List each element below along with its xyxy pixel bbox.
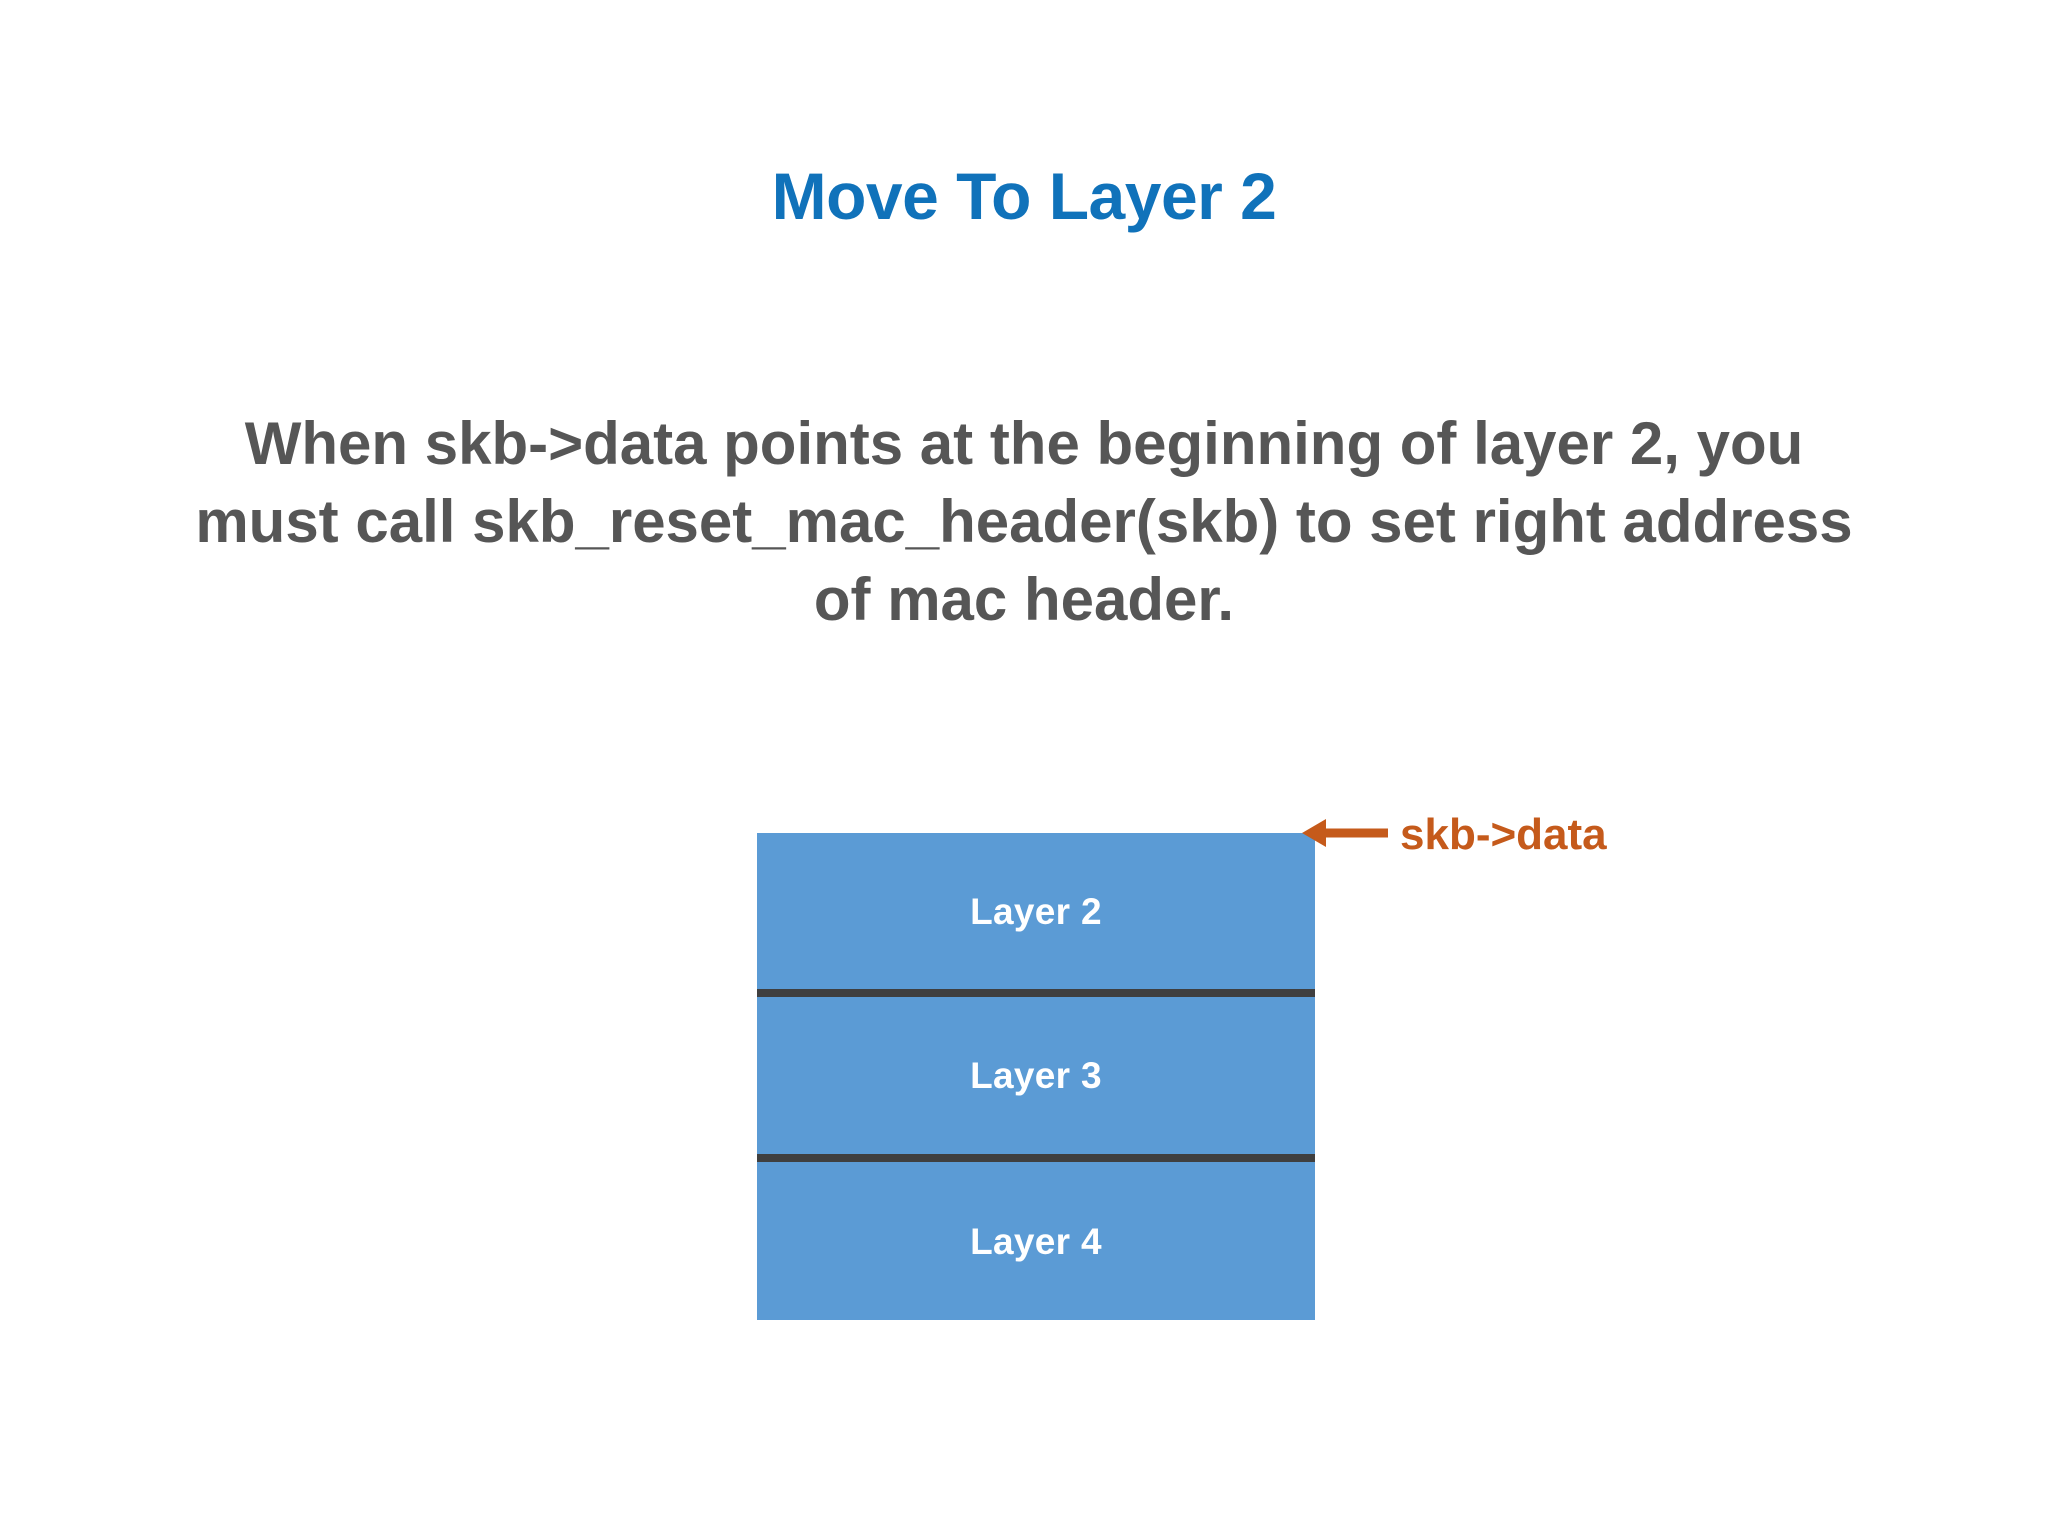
packet-layer-diagram: Layer 2 Layer 3 Layer 4 (757, 833, 1315, 1320)
layer-box-layer-3[interactable]: Layer 3 (757, 997, 1315, 1154)
layer-divider (757, 1154, 1315, 1162)
left-arrow-icon (1302, 819, 1388, 847)
layer-box-label: Layer 3 (970, 1055, 1102, 1096)
layer-box-layer-4[interactable]: Layer 4 (757, 1162, 1315, 1320)
layer-divider (757, 989, 1315, 997)
annotation-label: skb->data (1400, 810, 1607, 859)
slide-body-text: When skb->data points at the beginning o… (195, 410, 1853, 633)
page-title: Move To Layer 2 (771, 159, 1277, 233)
layer-box-label: Layer 2 (970, 890, 1102, 932)
layer-box-label: Layer 4 (970, 1220, 1102, 1262)
layer-box-layer-2[interactable]: Layer 2 (757, 833, 1315, 989)
skb-data-annotation: skb->data (1300, 805, 1940, 865)
